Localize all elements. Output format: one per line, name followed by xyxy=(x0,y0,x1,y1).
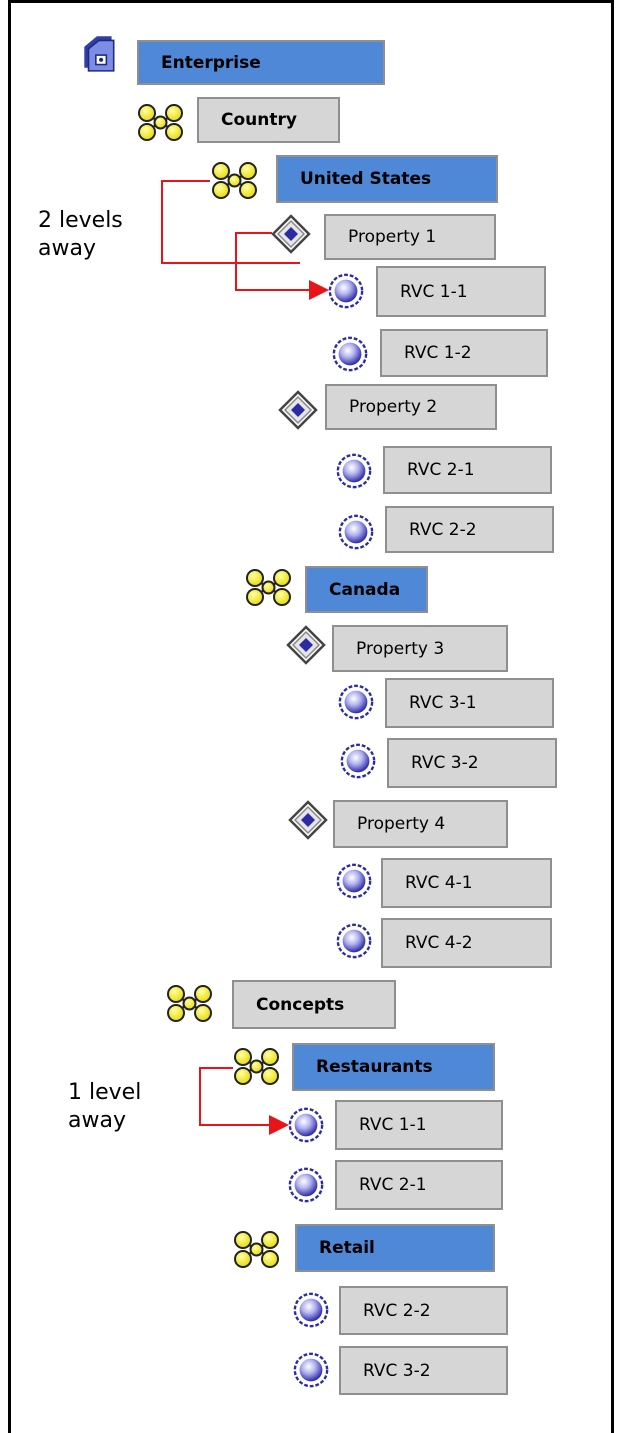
rvc-icon xyxy=(287,1166,325,1204)
arrow-2-levels xyxy=(235,232,329,300)
node-rvc-4-2[interactable]: RVC 4-2 xyxy=(381,918,552,968)
zone-icon xyxy=(231,1230,283,1270)
zone-icon xyxy=(231,1047,283,1087)
property-icon xyxy=(271,214,311,254)
diagram-frame xyxy=(8,0,614,1433)
node-canada[interactable]: Canada xyxy=(305,566,428,613)
node-restaurants[interactable]: Restaurants xyxy=(292,1043,495,1091)
node-concepts[interactable]: Concepts xyxy=(232,980,396,1029)
rvc-icon xyxy=(335,922,373,960)
node-rvc-2-1[interactable]: RVC 2-1 xyxy=(383,446,552,494)
node-united-states[interactable]: United States xyxy=(276,155,498,203)
node-rvc-1-2[interactable]: RVC 1-2 xyxy=(380,329,548,377)
property-icon xyxy=(278,390,318,430)
rvc-icon xyxy=(337,513,375,551)
property-icon xyxy=(286,625,326,665)
note-2-levels-away: 2 levels away xyxy=(38,208,123,261)
node-rvc-1-1[interactable]: RVC 1-1 xyxy=(376,266,546,317)
note-1-level-away: 1 level away xyxy=(68,1080,142,1133)
node-enterprise[interactable]: Enterprise xyxy=(137,40,385,85)
node-restaurants-rvc-2-1[interactable]: RVC 2-1 xyxy=(335,1160,503,1210)
node-rvc-4-1[interactable]: RVC 4-1 xyxy=(381,858,552,908)
node-retail-rvc-3-2[interactable]: RVC 3-2 xyxy=(339,1346,508,1395)
rvc-icon xyxy=(335,452,373,490)
node-retail-rvc-2-2[interactable]: RVC 2-2 xyxy=(339,1286,508,1335)
property-icon xyxy=(288,800,328,840)
enterprise-icon xyxy=(78,30,120,76)
bracket-line-2-levels xyxy=(161,180,300,264)
zone-icon xyxy=(135,103,187,143)
node-rvc-3-2[interactable]: RVC 3-2 xyxy=(387,738,557,788)
rvc-icon xyxy=(327,272,365,310)
node-property-4[interactable]: Property 4 xyxy=(333,800,508,848)
zone-icon xyxy=(209,161,261,201)
node-retail[interactable]: Retail xyxy=(295,1224,495,1272)
arrow-1-level xyxy=(199,1067,289,1135)
node-country[interactable]: Country xyxy=(197,97,340,143)
rvc-icon xyxy=(335,862,373,900)
rvc-icon xyxy=(331,335,369,373)
node-property-2[interactable]: Property 2 xyxy=(325,384,497,430)
zone-icon xyxy=(164,984,216,1024)
rvc-icon xyxy=(292,1351,330,1389)
node-property-3[interactable]: Property 3 xyxy=(332,625,508,672)
node-rvc-2-2[interactable]: RVC 2-2 xyxy=(385,506,554,553)
rvc-icon xyxy=(292,1291,330,1329)
rvc-icon xyxy=(337,683,375,721)
node-rvc-3-1[interactable]: RVC 3-1 xyxy=(385,678,554,728)
zone-icon xyxy=(243,568,295,608)
node-restaurants-rvc-1-1[interactable]: RVC 1-1 xyxy=(335,1100,503,1150)
node-property-1[interactable]: Property 1 xyxy=(324,214,496,260)
rvc-icon xyxy=(339,742,377,780)
rvc-icon xyxy=(287,1106,325,1144)
